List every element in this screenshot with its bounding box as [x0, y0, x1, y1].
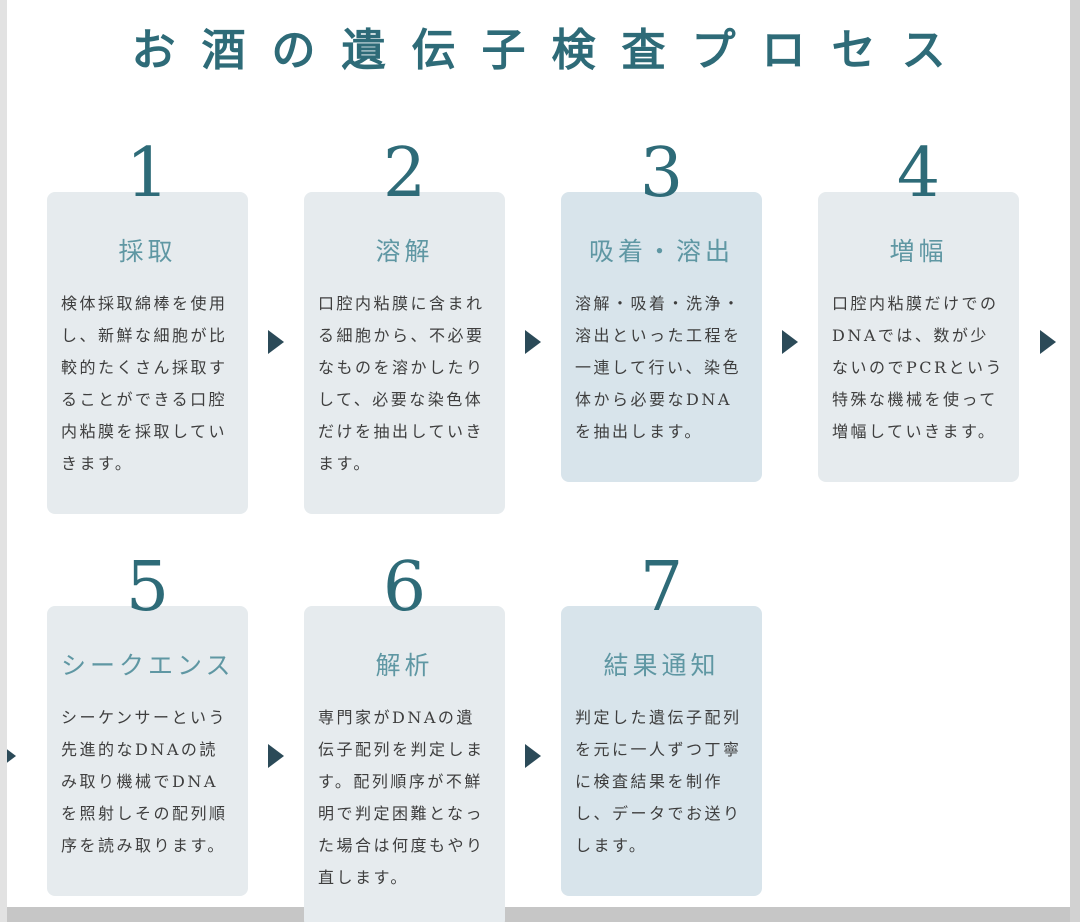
step-1-card: 採取 検体採取綿棒を使用し、新鮮な細胞が比較的たくさん採取することができる口腔内… — [47, 192, 248, 514]
step-7-card: 結果通知 判定した遺伝子配列を元に一人ずつ丁寧に検査結果を制作し、データでお送り… — [561, 606, 762, 896]
step-3-description: 溶解・吸着・洗浄・溶出といった工程を一連して行い、染色体から必要なDNAを抽出し… — [575, 294, 742, 441]
flow-gap — [248, 744, 304, 768]
arrow-left-edge-icon — [7, 744, 16, 768]
flow-gap — [762, 330, 818, 354]
step-2-card: 溶解 口腔内粘膜に含まれる細胞から、不必要なものを溶かしたりして、必要な染色体だ… — [304, 192, 505, 514]
process-row-1: 1 採取 検体採取綿棒を使用し、新鮮な細胞が比較的たくさん採取することができる口… — [7, 140, 1070, 514]
step-2-number: 2 — [382, 134, 427, 213]
flow-gap — [505, 744, 561, 768]
arrow-right-edge-icon — [1040, 330, 1056, 354]
step-4-number: 4 — [896, 134, 941, 213]
arrow-right-icon — [268, 330, 284, 354]
step-3-title: 吸着・溶出 — [588, 237, 734, 266]
step-1-description: 検体採取綿棒を使用し、新鮮な細胞が比較的たくさん採取することができる口腔内粘膜を… — [61, 294, 228, 473]
step-4-card: 増幅 口腔内粘膜だけでのDNAでは、数が少ないのでPCRという特殊な機械を使って… — [818, 192, 1019, 482]
step-5-title: シークエンス — [61, 651, 235, 680]
arrow-right-icon — [525, 744, 541, 768]
page-title: お酒の遺伝子検査プロセス — [131, 25, 972, 76]
step-6-number: 6 — [382, 548, 427, 627]
step-7-title: 結果通知 — [603, 651, 720, 680]
step-7-number: 7 — [639, 548, 684, 627]
step-5-number: 5 — [125, 548, 170, 627]
flow-gap — [505, 330, 561, 354]
flow-gap — [248, 330, 304, 354]
arrow-right-icon — [525, 330, 541, 354]
step-7: 7 結果通知 判定した遺伝子配列を元に一人ずつ丁寧に検査結果を制作し、データでお… — [561, 554, 762, 896]
step-5-description: シーケンサーという先進的なDNAの読み取り機械でDNAを照射しその配列順序を読み… — [61, 708, 228, 855]
step-2: 2 溶解 口腔内粘膜に含まれる細胞から、不必要なものを溶かしたりして、必要な染色… — [304, 140, 505, 514]
step-6-description: 専門家がDNAの遺伝子配列を判定します。配列順序が不鮮明で判定困難となった場合は… — [318, 708, 485, 887]
step-1-number: 1 — [125, 134, 170, 213]
step-2-title: 溶解 — [375, 237, 434, 266]
step-4-description: 口腔内粘膜だけでのDNAでは、数が少ないのでPCRという特殊な機械を使って増幅し… — [832, 294, 1005, 441]
process-flow: 1 採取 検体採取綿棒を使用し、新鮮な細胞が比較的たくさん採取することができる口… — [7, 140, 1070, 922]
step-3: 3 吸着・溶出 溶解・吸着・洗浄・溶出といった工程を一連して行い、染色体から必要… — [561, 140, 762, 482]
step-2-description: 口腔内粘膜に含まれる細胞から、不必要なものを溶かしたりして、必要な染色体だけを抽… — [318, 294, 485, 473]
step-6: 6 解析 専門家がDNAの遺伝子配列を判定します。配列順序が不鮮明で判定困難とな… — [304, 554, 505, 922]
step-3-number: 3 — [639, 134, 684, 213]
step-4: 4 増幅 口腔内粘膜だけでのDNAでは、数が少ないのでPCRという特殊な機械を使… — [818, 140, 1019, 482]
step-4-title: 増幅 — [889, 237, 948, 266]
step-1: 1 採取 検体採取綿棒を使用し、新鮮な細胞が比較的たくさん採取することができる口… — [47, 140, 248, 514]
step-7-description: 判定した遺伝子配列を元に一人ずつ丁寧に検査結果を制作し、データでお送りします。 — [575, 708, 742, 855]
step-1-title: 採取 — [118, 237, 177, 266]
arrow-right-icon — [782, 330, 798, 354]
process-row-2: 5 シークエンス シーケンサーという先進的なDNAの読み取り機械でDNAを照射し… — [7, 554, 1070, 922]
arrow-right-icon — [268, 744, 284, 768]
step-3-card: 吸着・溶出 溶解・吸着・洗浄・溶出といった工程を一連して行い、染色体から必要なD… — [561, 192, 762, 482]
step-6-title: 解析 — [375, 651, 434, 680]
step-6-card: 解析 専門家がDNAの遺伝子配列を判定します。配列順序が不鮮明で判定困難となった… — [304, 606, 505, 922]
step-5-card: シークエンス シーケンサーという先進的なDNAの読み取り機械でDNAを照射しその… — [47, 606, 248, 896]
bottom-border-strip — [7, 907, 1070, 922]
step-5: 5 シークエンス シーケンサーという先進的なDNAの読み取り機械でDNAを照射し… — [47, 554, 248, 896]
